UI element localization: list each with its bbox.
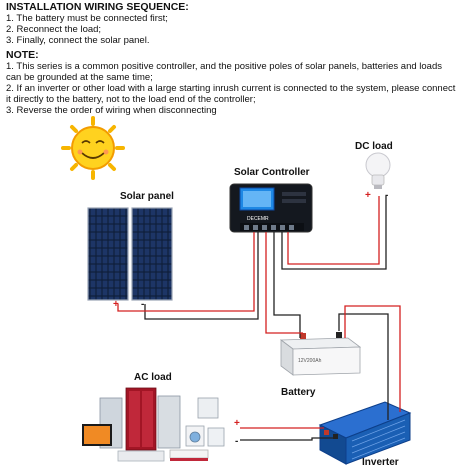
note-line-1: 1. This series is a common positive cont…	[6, 61, 443, 72]
wiring-step-2: 2. Reconnect the load;	[6, 24, 102, 35]
wiring-sequence-heading: INSTALLATION WIRING SEQUENCE:	[6, 1, 189, 13]
battery-label: Battery	[281, 387, 316, 398]
solar-controller-label: Solar Controller	[234, 167, 310, 178]
solar-panel-positive-sign: +	[113, 299, 119, 310]
solar-controller-icon: DECEMR	[229, 183, 313, 233]
note-line-2: can be grounded at the same time;	[6, 72, 153, 83]
negative-wires	[144, 196, 389, 441]
solar-panel-negative-sign: -	[141, 299, 144, 310]
note-line-4: it directly to the battery, not to the l…	[6, 94, 256, 105]
wiring-step-1: 1. The battery must be connected first;	[6, 13, 168, 24]
note-line-3: 2. If an inverter or other load with a l…	[6, 83, 456, 94]
dc-load-label: DC load	[355, 141, 393, 152]
ac-load-label: AC load	[134, 372, 172, 383]
positive-wires	[117, 196, 401, 429]
controller-brand-text: DECEMR	[247, 216, 269, 222]
sun-icon	[61, 116, 125, 180]
dc-load-positive-sign: +	[365, 190, 371, 201]
note-line-5: 3. Reverse the order of wiring when disc…	[6, 105, 217, 116]
ac-load-positive-sign: +	[234, 418, 240, 429]
ac-load-appliances-icon	[82, 387, 225, 462]
solar-panel-icon	[87, 207, 173, 301]
inverter-icon	[318, 401, 412, 465]
ac-load-negative-sign: -	[235, 436, 238, 447]
wiring-step-3: 3. Finally, connect the solar panel.	[6, 35, 150, 46]
inverter-label: Inverter	[362, 457, 399, 468]
solar-panel-label: Solar panel	[120, 191, 174, 202]
dc-load-bulb-icon	[365, 152, 391, 189]
note-heading: NOTE:	[6, 49, 39, 61]
battery-icon: 12V200Ah	[279, 332, 362, 376]
dc-load-negative-sign: -	[385, 190, 388, 201]
battery-model-text: 12V200Ah	[298, 358, 322, 364]
